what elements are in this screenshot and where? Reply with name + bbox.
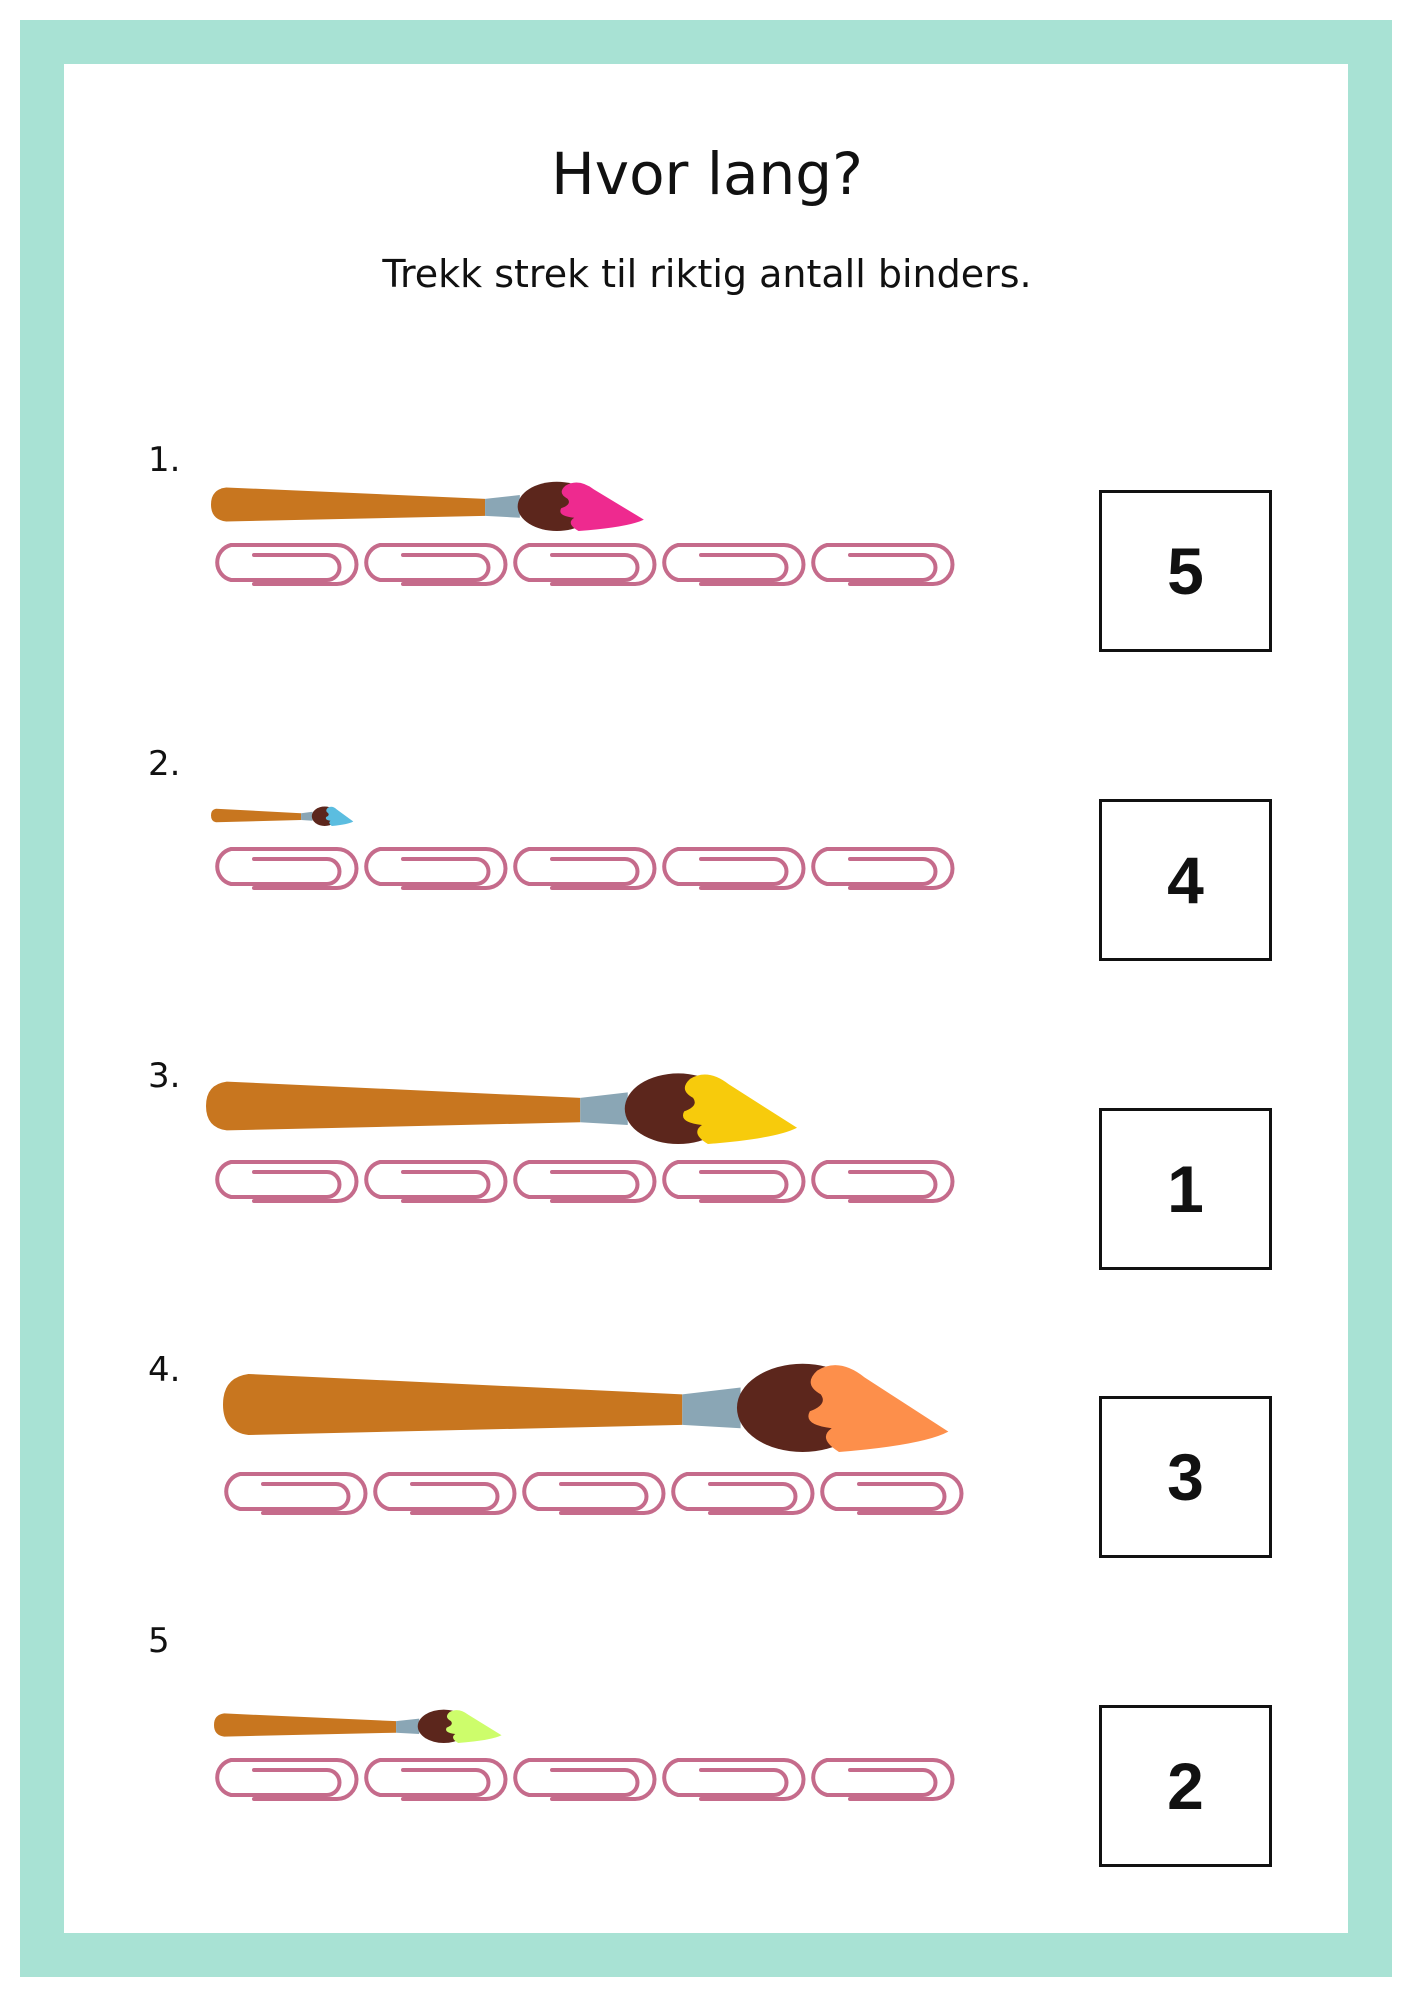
paintbrush-icon	[214, 1707, 503, 1743]
answer-number: 2	[1167, 1749, 1204, 1823]
paperclip-icon	[209, 1756, 359, 1802]
answer-number: 5	[1167, 534, 1204, 608]
paperclip-icon	[507, 1158, 657, 1204]
paperclip-icon	[507, 845, 657, 891]
answer-box[interactable]: 1	[1099, 1108, 1272, 1270]
paperclip-icon	[218, 1470, 368, 1516]
answer-box[interactable]: 3	[1099, 1396, 1272, 1558]
item-number: 2.	[148, 744, 181, 784]
paperclip-icon	[805, 541, 955, 587]
paintbrush-icon	[206, 1068, 800, 1144]
answer-number: 4	[1167, 843, 1204, 917]
paperclip-icon	[656, 1158, 806, 1204]
paperclip-icon	[358, 541, 508, 587]
answer-number: 3	[1167, 1440, 1204, 1514]
item-number: 4.	[148, 1350, 181, 1390]
answer-box[interactable]: 4	[1099, 799, 1272, 961]
paperclip-icon	[358, 845, 508, 891]
paperclip-icon	[507, 541, 657, 587]
paperclip-icon	[358, 1158, 508, 1204]
paintbrush-icon	[223, 1357, 952, 1452]
item-number: 1.	[148, 440, 181, 480]
paperclip-icon	[814, 1470, 964, 1516]
paperclip-row	[218, 1470, 964, 1516]
item-number: 3.	[148, 1056, 181, 1096]
paperclip-icon	[805, 1158, 955, 1204]
paintbrush-icon	[211, 478, 646, 531]
paperclip-icon	[507, 1756, 657, 1802]
paperclip-icon	[656, 541, 806, 587]
paperclip-icon	[805, 845, 955, 891]
paperclip-icon	[665, 1470, 815, 1516]
paperclip-row	[209, 1158, 955, 1204]
item-number: 5	[148, 1621, 170, 1661]
answer-number: 1	[1167, 1152, 1204, 1226]
page-title: Hvor lang?	[551, 140, 863, 208]
paperclip-icon	[805, 1756, 955, 1802]
worksheet	[64, 64, 1348, 1933]
answer-box[interactable]: 2	[1099, 1705, 1272, 1867]
paperclip-icon	[209, 541, 359, 587]
instructions: Trekk strek til riktig antall binders.	[382, 252, 1032, 296]
paperclip-icon	[209, 1158, 359, 1204]
paperclip-row	[209, 1756, 955, 1802]
paperclip-icon	[367, 1470, 517, 1516]
paperclip-icon	[656, 845, 806, 891]
paperclip-icon	[358, 1756, 508, 1802]
paintbrush-icon	[211, 805, 354, 826]
paperclip-icon	[209, 845, 359, 891]
paperclip-row	[209, 541, 955, 587]
paperclip-icon	[656, 1756, 806, 1802]
paperclip-icon	[516, 1470, 666, 1516]
answer-box[interactable]: 5	[1099, 490, 1272, 652]
paperclip-row	[209, 845, 955, 891]
